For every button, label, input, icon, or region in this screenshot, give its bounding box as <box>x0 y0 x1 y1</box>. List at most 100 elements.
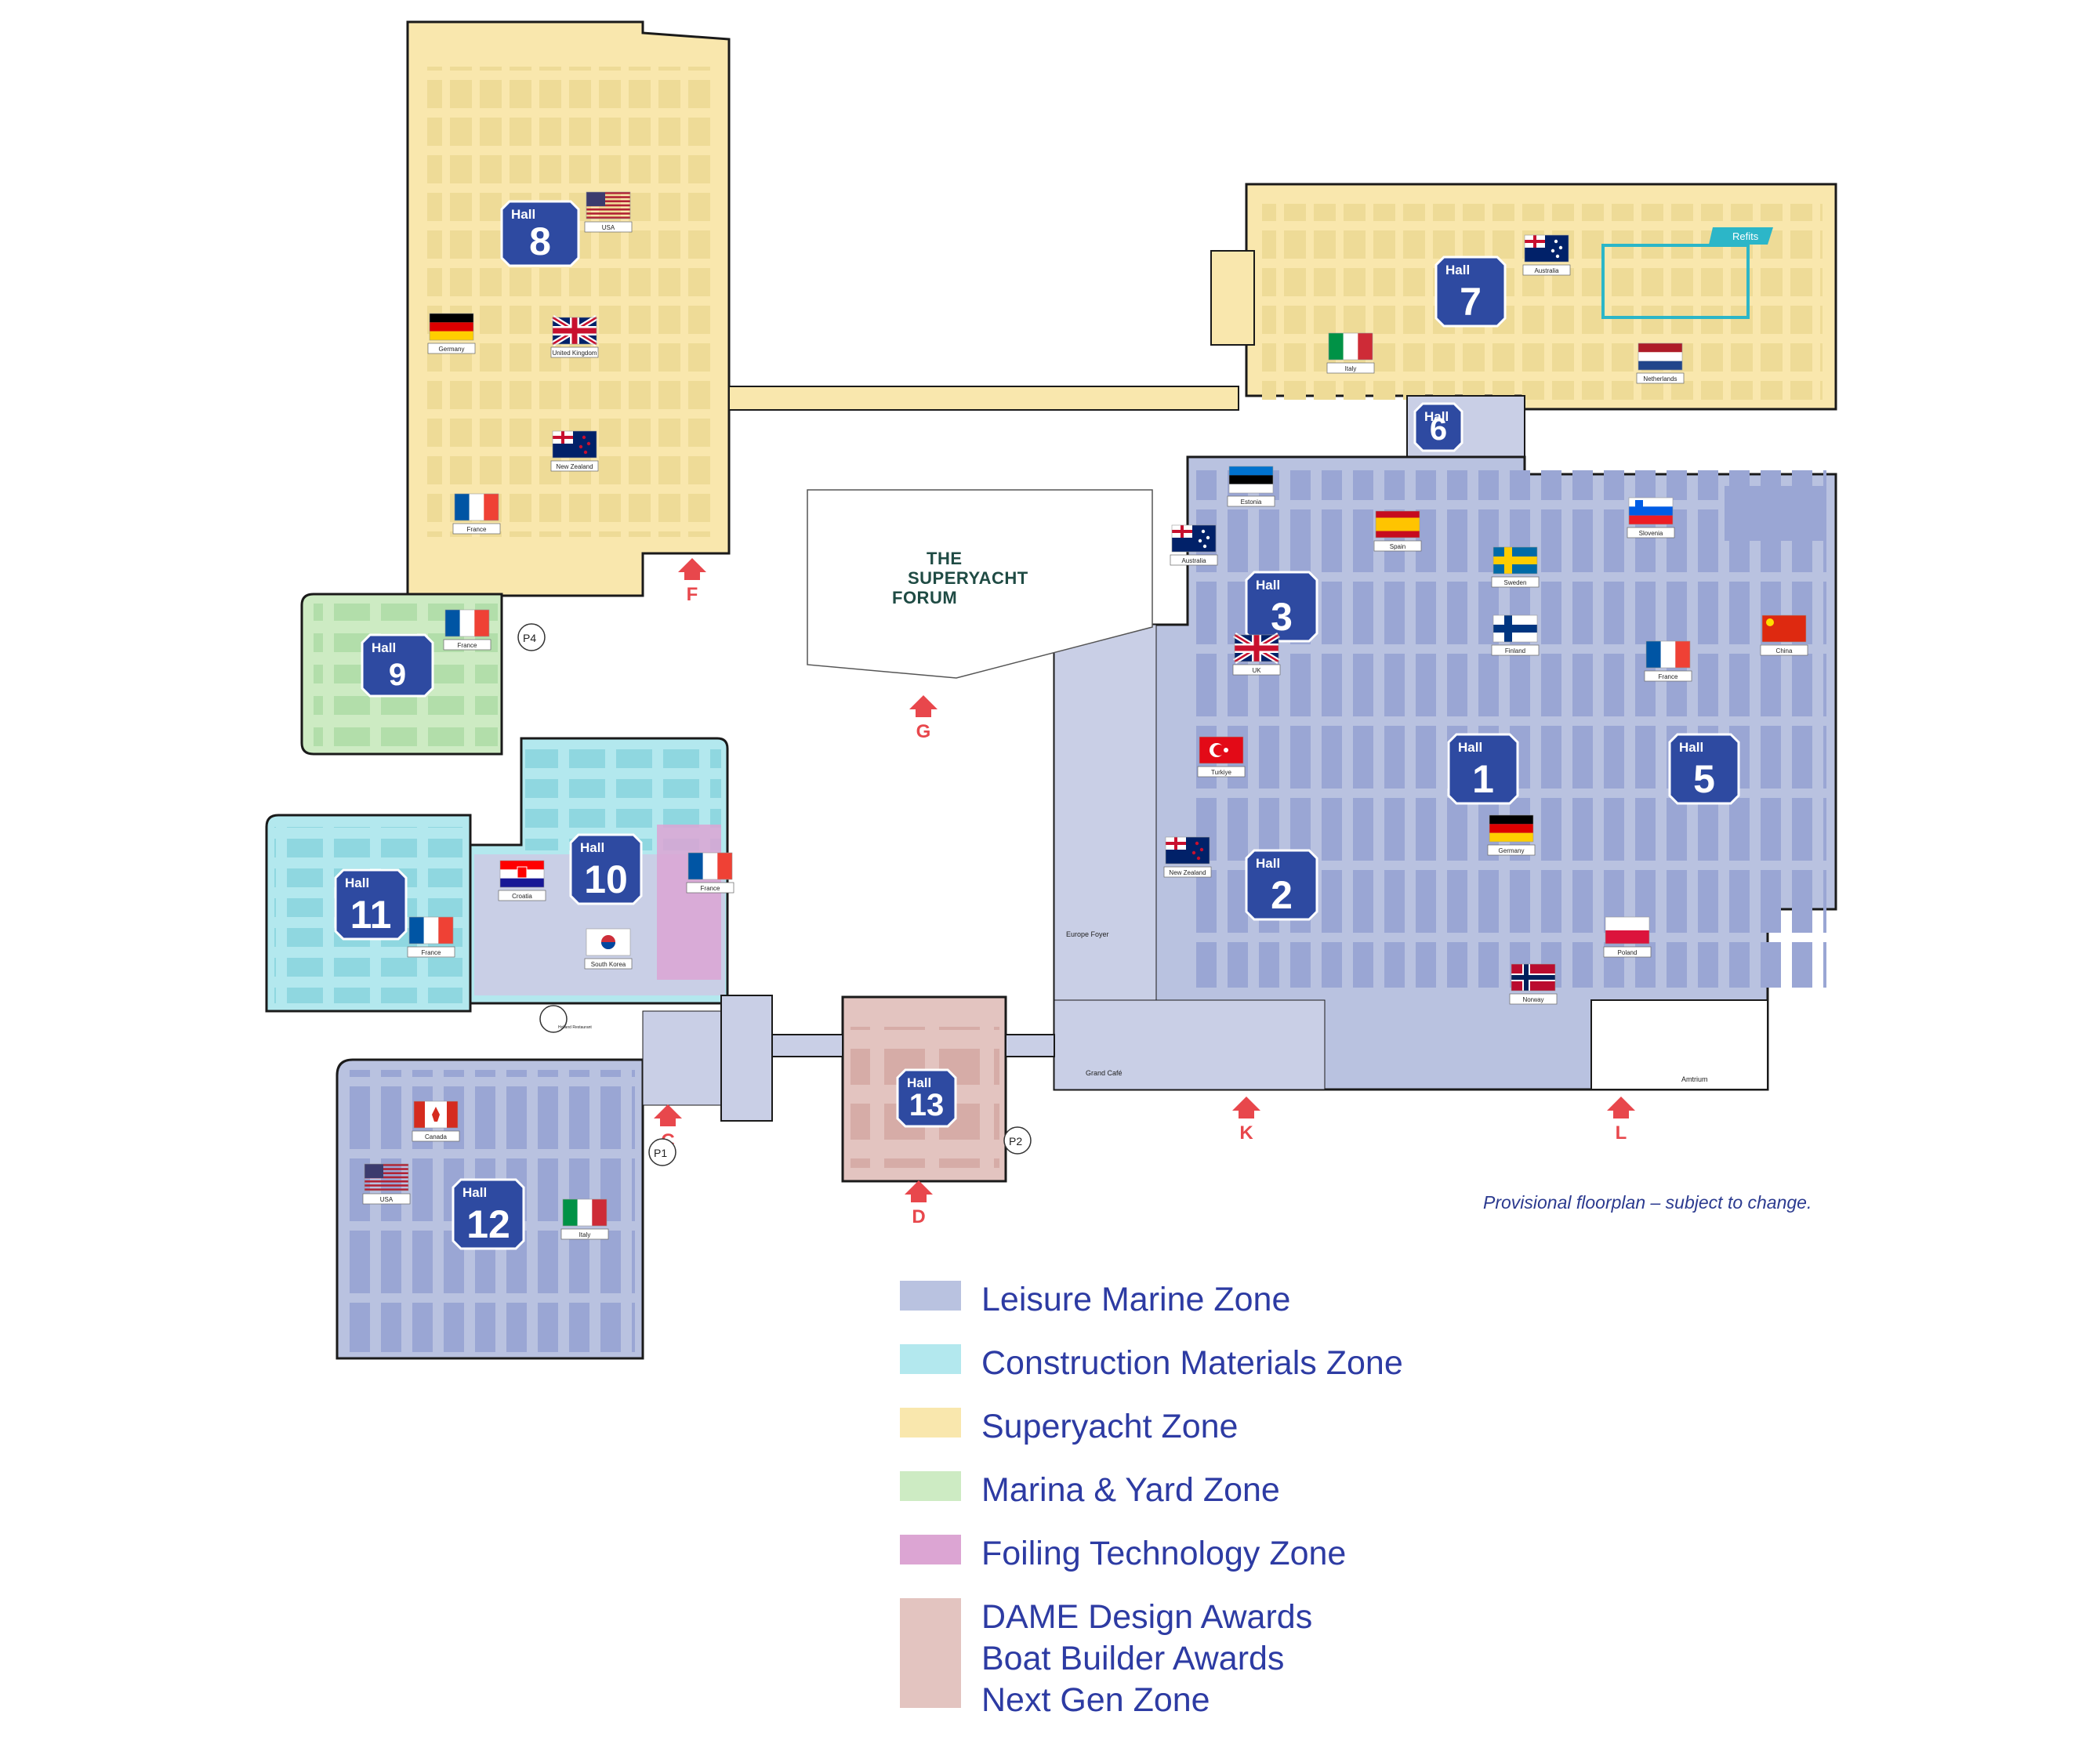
legend-item-leisure: Leisure Marine Zone <box>900 1279 1841 1343</box>
legend-swatch-construction <box>900 1344 961 1374</box>
refits-label: Refits <box>1732 230 1759 242</box>
hall-badges: Hall1Hall2Hall3Hall5Hall6Hall7Hall8Hall9… <box>334 200 1740 1250</box>
hall-8-area <box>406 20 731 597</box>
entrance-l[interactable]: L <box>1607 1097 1635 1144</box>
legend-label-dame-line1: DAME Design Awards <box>981 1598 1313 1636</box>
legend-label-construction: Construction Materials Zone <box>981 1344 1403 1382</box>
france-flag: France <box>407 916 455 958</box>
flag-label: Germany <box>1499 847 1525 854</box>
entrance-k[interactable]: K <box>1232 1097 1260 1144</box>
entrance-arrow-icon <box>905 1180 933 1202</box>
hall-2-badge: Hall 2 <box>1245 849 1318 921</box>
grand-cafe-label: Grand Café <box>1086 1069 1123 1077</box>
hall-2-number: 2 <box>1271 873 1293 917</box>
hall-7-word: Hall <box>1445 263 1470 277</box>
hall-7-number: 7 <box>1460 280 1482 324</box>
legend-swatch-superyacht <box>900 1408 961 1438</box>
entrance-arrow-icon <box>1607 1097 1635 1118</box>
croatia-flag: Croatia <box>498 860 546 901</box>
flag-label: Sweden <box>1504 579 1527 586</box>
legend-label-dame: DAME Design Awards Boat Builder Awards N… <box>981 1597 1312 1721</box>
new-zealand-flag: New Zealand <box>550 430 599 472</box>
italy-flag: Italy <box>560 1198 609 1240</box>
hall-8-word: Hall <box>511 207 535 222</box>
entrance-d[interactable]: D <box>905 1180 933 1227</box>
slovenia-flag: Slovenia <box>1627 497 1675 538</box>
forum-title-line3: FORUM <box>892 588 957 607</box>
hall-3-number: 3 <box>1271 595 1293 639</box>
entrance-f[interactable]: F <box>678 558 706 605</box>
flag-label: Australia <box>1534 267 1559 274</box>
legend-swatch-dame <box>900 1598 961 1708</box>
uk-flag: United Kingdom <box>550 315 599 358</box>
parking-p4: P4 <box>517 623 546 651</box>
australia-flag: Australia <box>1170 524 1218 566</box>
france-flag: France <box>686 852 734 894</box>
forum-title-line1: THE <box>927 549 963 568</box>
entrance-arrow-icon <box>909 695 938 717</box>
flag-label: United Kingdom <box>553 350 597 357</box>
france-flag: France <box>443 609 491 651</box>
legend-item-marina: Marina & Yard Zone <box>900 1470 1841 1533</box>
hall-12-word: Hall <box>462 1185 487 1200</box>
france-flag: France <box>1644 640 1692 682</box>
flag-label: Estonia <box>1241 499 1262 506</box>
germany-flag: Germany <box>427 313 476 354</box>
flag-label: France <box>458 642 477 649</box>
hall-9-word: Hall <box>372 640 396 655</box>
entrance-g[interactable]: G <box>909 695 938 742</box>
flag-label: Norway <box>1522 996 1543 1003</box>
flag-label: New Zealand <box>556 463 593 470</box>
legend-label-marina: Marina & Yard Zone <box>981 1471 1280 1509</box>
hall-7-area: Refits <box>1210 183 1837 411</box>
parking-p4-label: P4 <box>523 632 536 644</box>
legend-label-dame-line3: Next Gen Zone <box>981 1681 1210 1719</box>
south-korea-flag: South Korea <box>584 928 633 970</box>
flag-label: Spain <box>1390 543 1405 550</box>
germany-flag: Germany <box>1487 814 1536 856</box>
sweden-flag: Sweden <box>1491 546 1540 588</box>
netherlands-flag: Netherlands <box>1636 343 1685 384</box>
legend-label-superyacht: Superyacht Zone <box>981 1408 1239 1445</box>
hall-12-number: 12 <box>466 1202 510 1246</box>
poland-flag: Poland <box>1603 916 1652 958</box>
norway-flag: Norway <box>1509 963 1558 1005</box>
legend-item-superyacht: Superyacht Zone <box>900 1406 1841 1470</box>
flag-label: France <box>1659 673 1678 680</box>
legend-label-dame-line2: Boat Builder Awards <box>981 1640 1285 1677</box>
canada-flag: Canada <box>412 1100 460 1142</box>
hall-10-number: 10 <box>584 857 628 901</box>
hall-1-word: Hall <box>1458 740 1482 755</box>
forum-title-line2: SUPERYACHT <box>908 568 1028 588</box>
flag-label: China <box>1776 647 1793 654</box>
legend-swatch-marina <box>900 1471 961 1501</box>
new-zealand-flag: New Zealand <box>1163 836 1212 878</box>
entrance-label: F <box>687 584 698 605</box>
provisional-note: Provisional floorplan – subject to chang… <box>1483 1192 1812 1213</box>
flag-label: Finland <box>1505 647 1525 654</box>
flag-label: Australia <box>1181 557 1206 564</box>
australia-flag: Australia <box>1522 234 1571 276</box>
entrance-arrow-icon <box>678 558 706 580</box>
hall-2-word: Hall <box>1256 856 1280 871</box>
flag-label: Netherlands <box>1643 375 1677 382</box>
finland-flag: Finland <box>1491 615 1540 656</box>
hall-10-word: Hall <box>580 840 604 855</box>
entrances: FGCDKL <box>654 558 1635 1227</box>
parking-p1-label: P1 <box>654 1147 667 1159</box>
hall-11-number: 11 <box>350 893 392 937</box>
estonia-flag: Estonia <box>1227 466 1275 507</box>
entrance-label: D <box>912 1206 925 1227</box>
hall-9-number: 9 <box>389 658 406 692</box>
legend-swatch-foiling <box>900 1535 961 1564</box>
flag-label: South Korea <box>591 961 626 968</box>
parking-p2-label: P2 <box>1009 1135 1022 1147</box>
usa-flag: USA <box>584 191 633 233</box>
